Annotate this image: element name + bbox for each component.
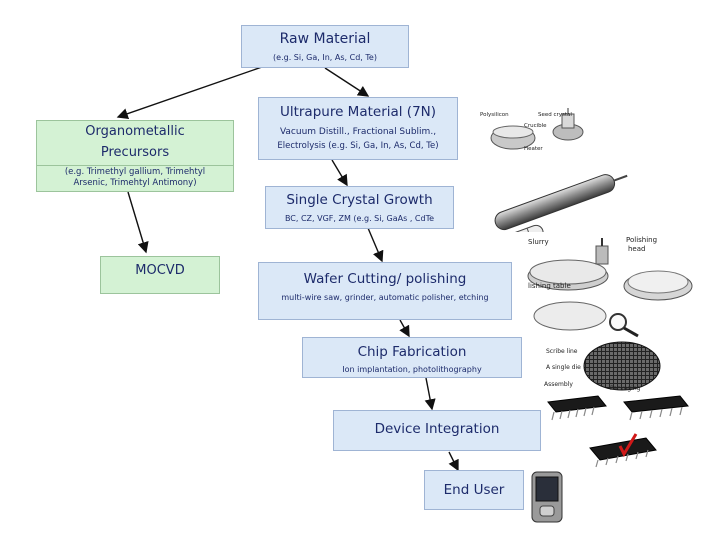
ultrapure-box: Ultrapure Material (7N) Vacuum Distill.,…	[258, 97, 458, 160]
label-polishing-1: Polishing	[626, 236, 658, 244]
crystal-puller-illustration	[490, 108, 584, 150]
organometallic-note-line2: Arsenic, Trimehtyl Antimony)	[73, 178, 197, 188]
raw-material-subtitle: (e.g. Si, Ga, In, As, Cd, Te)	[273, 53, 377, 62]
arrow-organometallic-to-mocvd	[127, 191, 149, 254]
chip-fabrication-subtitle: Ion implantation, photolithography	[342, 365, 482, 374]
ingot-illustration	[494, 174, 628, 232]
raw-material-title: Raw Material	[279, 31, 371, 47]
label-crucible: Crucible	[524, 123, 547, 129]
arrow-raw-to-organometallic	[116, 66, 263, 120]
arrow-device-to-enduser	[448, 451, 459, 472]
label-polysilicon: Polysilicon	[480, 112, 509, 118]
chip-fabrication-title: Chip Fabrication	[357, 344, 467, 360]
arrow-raw-to-ultrapure	[324, 67, 370, 97]
crystal-growth-subtitle: BC, CZ, VGF, ZM (e.g. Si, GaAs , CdTe	[284, 214, 435, 223]
wafer-cutting-title: Wafer Cutting/ polishing	[303, 271, 467, 287]
wafer-cutting-subtitle: multi-wire saw, grinder, automatic polis…	[281, 293, 489, 302]
label-polishing-2: head	[628, 245, 646, 253]
ultrapure-title: Ultrapure Material (7N)	[279, 104, 437, 120]
crystal-growth-title: Single Crystal Growth	[286, 192, 433, 208]
end-user-title: End User	[443, 482, 505, 498]
packaged-chips-illustration	[547, 395, 689, 421]
end-user-box: End User	[424, 470, 524, 510]
crystal-growth-box: Single Crystal Growth BC, CZ, VGF, ZM (e…	[265, 186, 454, 229]
ultrapure-line1: Vacuum Distill., Fractional Sublim.,	[279, 127, 437, 137]
organometallic-title-line2: Precursors	[100, 145, 170, 160]
organometallic-note-line1: (e.g. Trimethyl gallium, Trimehtyl	[64, 167, 206, 177]
label-assembly: Assembly	[544, 381, 573, 388]
label-slurry: Slurry	[528, 238, 549, 246]
device-integration-box: Device Integration	[333, 410, 541, 451]
organometallic-note-box: (e.g. Trimethyl gallium, Trimehtyl Arsen…	[36, 166, 234, 192]
polisher-illustration	[527, 238, 693, 338]
phone-illustration	[531, 471, 563, 523]
arrow-wafer-to-chip	[399, 319, 410, 338]
label-packaging: Packaging	[610, 385, 641, 392]
label-single-die: A single die	[546, 364, 581, 371]
raw-material-box: Raw Material (e.g. Si, Ga, In, As, Cd, T…	[241, 25, 409, 68]
arrow-crystal-to-wafer	[367, 227, 384, 263]
label-polishing-table: lishing table	[528, 282, 571, 290]
mocvd-title: MOCVD	[135, 263, 185, 278]
organometallic-box: Organometallic Precursors	[36, 120, 234, 166]
organometallic-title-line1: Organometallic	[85, 124, 185, 139]
label-heater: Heater	[524, 146, 543, 152]
arrow-ultrapure-to-crystal	[331, 159, 348, 187]
label-seed-crystal: Seed crystal	[538, 112, 572, 118]
ultrapure-line2: Electrolysis (e.g. Si, Ga, In, As, Cd, T…	[277, 141, 439, 151]
mocvd-box: MOCVD	[100, 256, 220, 294]
device-integration-title: Device Integration	[374, 421, 500, 437]
die-wafer-illustration	[583, 341, 661, 391]
label-scribe-line: Scribe line	[546, 348, 578, 355]
chip-fabrication-box: Chip Fabrication Ion implantation, photo…	[302, 337, 522, 378]
arrow-chip-to-device	[424, 377, 436, 411]
integrated-chip-illustration	[589, 433, 657, 468]
wafer-cutting-box: Wafer Cutting/ polishing multi-wire saw,…	[258, 262, 512, 320]
